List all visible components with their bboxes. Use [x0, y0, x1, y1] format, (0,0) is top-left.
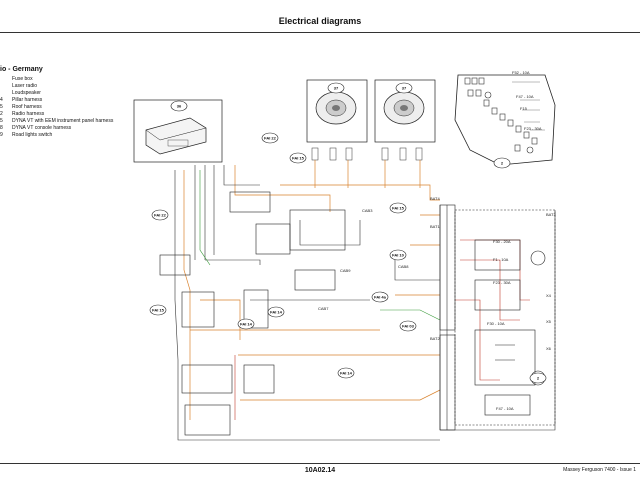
component-number: 37 — [327, 82, 345, 94]
svg-text:FAI 14: FAI 14 — [340, 371, 353, 376]
legend-item-label: Fuse box — [12, 76, 33, 82]
component-number: 37 — [395, 82, 413, 94]
fuse-box-diagram — [454, 74, 556, 166]
legend-item-code: 2 — [0, 111, 3, 117]
connector-label: BAT2 — [430, 336, 440, 341]
fai-labels: FAI 22 FAI 15 FAI 22 FAI 15 FAI 10 FAI 15 FAI … — [149, 132, 417, 379]
laser-radio-diagram — [133, 99, 223, 163]
footer-rule — [0, 463, 640, 464]
publication-label: Massey Ferguson 7400 - Issue 1 — [563, 467, 636, 473]
black-wires — [174, 165, 556, 441]
component-number: 36 — [170, 100, 188, 112]
fuse-label: F23 - 30A — [524, 126, 542, 131]
component-labels: 36 37 37 2 2 — [170, 82, 547, 384]
legend-item-label: Laser radio — [12, 83, 38, 89]
svg-text:FAI 14: FAI 14 — [270, 310, 283, 315]
connector-label: BAT3 — [546, 212, 556, 217]
fuse-label: F30 - 10A — [487, 321, 505, 326]
svg-text:FAI 14: FAI 14 — [240, 322, 253, 327]
fuse-label: F15 — [520, 106, 528, 111]
fuse-label: F1 - 10A — [493, 257, 509, 262]
component-number: 2 — [529, 372, 547, 384]
svg-text:37: 37 — [334, 86, 339, 91]
legend-item-label: DYNA VT with EEM instrument panel harnes… — [12, 118, 114, 124]
legend-item-code: 5 — [0, 104, 3, 110]
connector-label: X6 — [546, 346, 552, 351]
svg-text:FAI 10: FAI 10 — [392, 253, 405, 258]
legend-item: 5 Roof harness — [0, 104, 140, 111]
legend-item-code: 4 — [0, 97, 3, 103]
fuse-labels: F30 - 20A F1 - 10A F23 - 30A F30 - 10A F47 -… — [487, 70, 542, 411]
connector-blocks — [159, 191, 456, 436]
legend-item: Loudspeaker — [0, 90, 140, 97]
fuse-label: F30 - 20A — [493, 239, 511, 244]
legend-item-label: Pillar harness — [12, 97, 43, 103]
connector-label: BAT4 — [430, 196, 440, 201]
fai-label: FAI 15 — [289, 152, 307, 164]
fai-label: FAI 14 — [267, 306, 285, 318]
svg-text:FAI 15: FAI 15 — [292, 156, 305, 161]
legend-item-label: DYNA VT console harness — [12, 125, 72, 131]
fai-label: FAI 15 — [149, 304, 167, 316]
fuse-label: F52 - 10A — [512, 70, 530, 75]
legend-item-label: Loudspeaker — [12, 90, 41, 96]
header-rule — [0, 32, 640, 33]
fuse-label: F47 - 10A — [516, 94, 534, 99]
component-number: 2 — [493, 157, 511, 169]
legend-item-code: 9 — [0, 132, 3, 138]
svg-text:FAI 15: FAI 15 — [152, 308, 165, 313]
connector-label: BAT1 — [430, 224, 440, 229]
page-code: 10A02.14 — [304, 467, 336, 474]
legend-item-label: Road lights switch — [12, 132, 53, 138]
legend-item: Fuse box — [0, 76, 140, 83]
svg-text:FAI 22: FAI 22 — [264, 136, 277, 141]
fuse-label: F23 - 30A — [493, 280, 511, 285]
fai-label: FAI 22 — [261, 132, 279, 144]
legend-item: 4 Pillar harness — [0, 97, 140, 104]
svg-text:2: 2 — [501, 161, 504, 166]
legend-item: 5 DYNA VT with EEM instrument panel harne… — [0, 118, 140, 125]
fai-label: FAI 10 — [389, 249, 407, 261]
svg-text:2: 2 — [537, 376, 540, 381]
legend-item: Laser radio — [0, 83, 140, 90]
green-wires — [199, 170, 441, 321]
fai-label: FAI 15 — [389, 202, 407, 214]
svg-text:FAI 4a: FAI 4a — [374, 295, 387, 300]
fai-label: FAI 4a — [371, 291, 389, 303]
svg-text:36: 36 — [177, 104, 182, 109]
fai-label: FAI 22 — [151, 209, 169, 221]
svg-text:FAI 15: FAI 15 — [392, 206, 405, 211]
connector-label: CAB3 — [362, 208, 373, 213]
connector-label: X5 — [546, 319, 552, 324]
legend-item-code: 8 — [0, 125, 3, 131]
connector-label: CAB7 — [318, 306, 329, 311]
fai-label: FAI 14 — [337, 367, 355, 379]
legend-item: 9 Road lights switch — [0, 132, 140, 139]
fai-label: FAI 14 — [237, 318, 255, 330]
orange-wires — [183, 160, 441, 420]
svg-text:FAI 03: FAI 03 — [402, 324, 415, 329]
legend-item-label: Radio harness — [12, 111, 45, 117]
connector-label: X4 — [546, 293, 552, 298]
legend-title: io - Germany — [0, 66, 43, 73]
legend-item: 8 DYNA VT console harness — [0, 125, 140, 132]
connector-label: CAB8 — [398, 264, 409, 269]
page-title: Electrical diagrams — [278, 16, 362, 26]
legend-item-code: 5 — [0, 118, 3, 124]
fuse-label: F47 - 10A — [496, 406, 514, 411]
legend-item-label: Roof harness — [12, 104, 42, 110]
fai-label: FAI 03 — [399, 320, 417, 332]
svg-text:FAI 22: FAI 22 — [154, 213, 167, 218]
connector-label: CAB9 — [340, 268, 351, 273]
legend-item: 2 Radio harness — [0, 111, 140, 118]
svg-text:37: 37 — [402, 86, 407, 91]
loudspeaker-diagram — [306, 79, 436, 161]
